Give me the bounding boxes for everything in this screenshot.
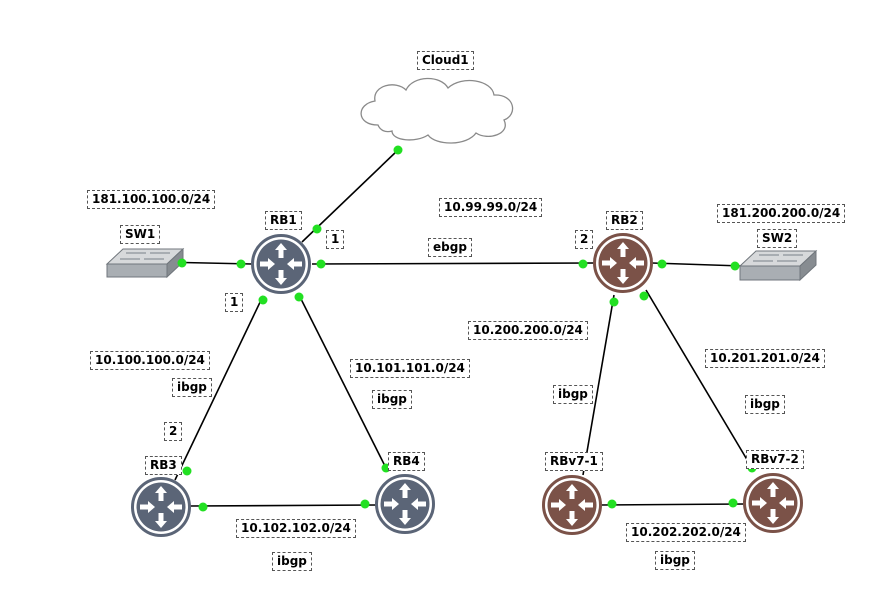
network-label: 10.99.99.0/24 xyxy=(439,198,543,217)
router-icon[interactable] xyxy=(743,473,803,533)
link-rb2-rbv7-2[interactable] xyxy=(645,289,753,469)
node-label-rbv7-1: RBv7-1 xyxy=(545,452,603,471)
node-label-cloud1: Cloud1 xyxy=(417,51,474,70)
link-rb1-rb2[interactable] xyxy=(311,262,595,265)
protocol-label: ibgp xyxy=(655,551,695,570)
link-endpoint xyxy=(607,499,617,509)
link-endpoint xyxy=(609,297,619,307)
link-endpoint xyxy=(294,292,304,302)
link-endpoint xyxy=(360,499,370,509)
link-endpoint xyxy=(182,466,192,476)
protocol-label: ibgp xyxy=(745,395,785,414)
network-label: 181.100.100.0/24 xyxy=(87,190,216,209)
node-label-sw1: SW1 xyxy=(120,225,161,244)
as-number-label: 1 xyxy=(326,230,345,249)
network-label: 10.200.200.0/24 xyxy=(468,321,588,340)
link-endpoint xyxy=(578,259,588,269)
router-icon[interactable] xyxy=(375,474,435,534)
as-number-label: 2 xyxy=(164,422,183,441)
protocol-label: ibgp xyxy=(172,378,212,397)
router-icon[interactable] xyxy=(131,477,191,537)
network-label: 10.102.102.0/24 xyxy=(236,519,356,538)
protocol-label: ebgp xyxy=(428,238,472,257)
node-label-rb2: RB2 xyxy=(606,211,643,230)
link-rb2-rbv7-1[interactable] xyxy=(582,294,615,476)
protocol-label: ibgp xyxy=(272,552,312,571)
link-rbv7-1-rbv7-2[interactable] xyxy=(600,503,745,506)
node-label-rb1: RB1 xyxy=(265,211,302,230)
link-endpoint xyxy=(198,502,208,512)
link-rb1-rb4[interactable] xyxy=(298,294,388,471)
node-label-sw2: SW2 xyxy=(757,229,798,248)
link-endpoint xyxy=(728,498,738,508)
link-endpoint xyxy=(730,261,740,271)
link-rb3-rb4[interactable] xyxy=(189,504,377,507)
switch-icon[interactable] xyxy=(738,249,818,282)
as-number-label: 1 xyxy=(225,293,244,312)
network-label: 10.201.201.0/24 xyxy=(705,349,825,368)
as-number-label: 2 xyxy=(575,230,594,249)
link-endpoint xyxy=(316,259,326,269)
link-endpoint xyxy=(258,295,268,305)
network-label: 10.100.100.0/24 xyxy=(90,351,210,370)
switch-icon[interactable] xyxy=(105,247,185,279)
link-endpoint xyxy=(393,145,403,155)
link-endpoint xyxy=(236,259,246,269)
protocol-label: ibgp xyxy=(372,390,412,409)
link-rb1-rb3[interactable] xyxy=(174,295,264,481)
node-label-rb3: RB3 xyxy=(145,456,182,475)
network-label: 10.101.101.0/24 xyxy=(350,359,470,378)
network-label: 181.200.200.0/24 xyxy=(717,204,846,223)
node-label-rbv7-2: RBv7-2 xyxy=(746,450,804,469)
router-icon[interactable] xyxy=(593,233,653,293)
cloud-icon[interactable] xyxy=(360,77,514,144)
link-endpoint xyxy=(177,258,187,268)
router-icon[interactable] xyxy=(542,475,602,535)
protocol-label: ibgp xyxy=(553,385,593,404)
link-endpoint xyxy=(312,224,322,234)
network-label: 10.202.202.0/24 xyxy=(626,523,746,542)
node-label-rb4: RB4 xyxy=(388,452,425,471)
link-rb2-sw2[interactable] xyxy=(651,262,743,267)
link-endpoint xyxy=(657,259,667,269)
router-icon[interactable] xyxy=(251,234,311,294)
link-endpoint xyxy=(639,291,649,301)
